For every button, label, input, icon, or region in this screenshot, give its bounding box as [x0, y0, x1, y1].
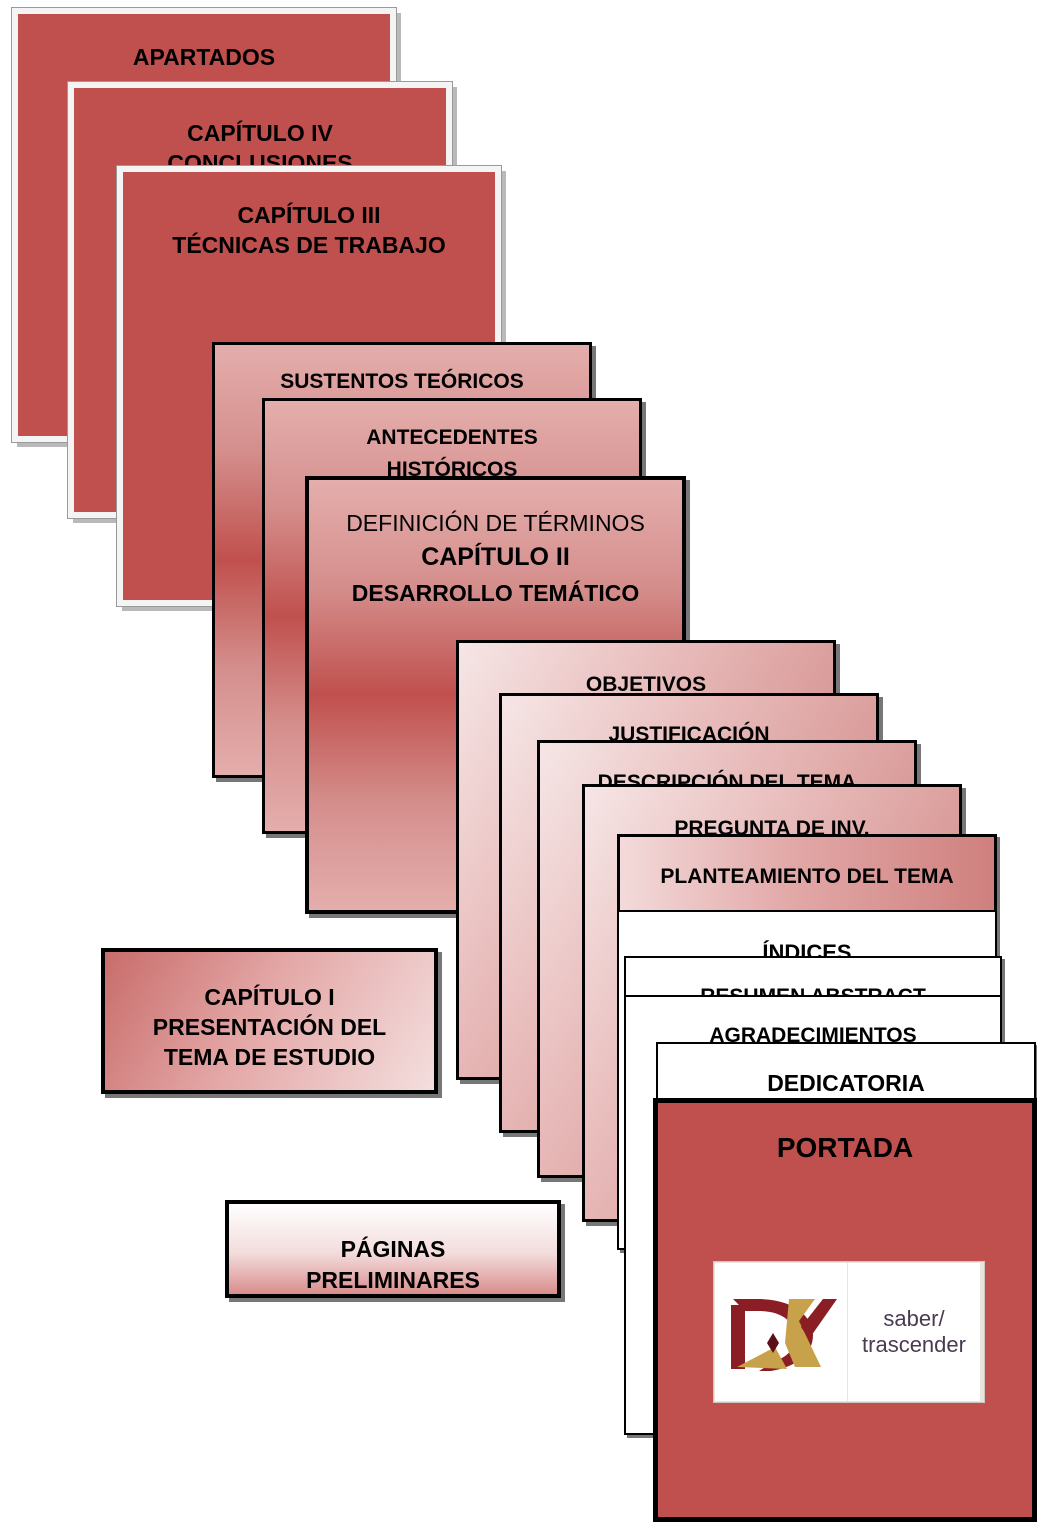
apartados-label: APARTADOS: [132, 44, 276, 70]
capitulo-ii-subtitle: DESARROLLO TEMÁTICO: [351, 580, 640, 606]
portada-card: PORTADA saber/ trascender: [653, 1098, 1037, 1522]
objetivos-label: OBJETIVOS: [585, 673, 707, 696]
capitulo-iii-title: CAPÍTULO III: [237, 202, 381, 228]
university-emblem-icon: [715, 1263, 847, 1401]
paginas-subtitle: PRELIMINARES: [306, 1267, 480, 1293]
logo-motto-line-1: saber/: [883, 1306, 945, 1331]
capitulo-iii-subtitle: TÉCNICAS DE TRABAJO: [172, 232, 446, 258]
capitulo-i-line-2: PRESENTACIÓN DEL: [152, 1014, 387, 1040]
capitulo-i-line-3: TEMA DE ESTUDIO: [163, 1044, 376, 1070]
capitulo-ii-title: CAPÍTULO II: [421, 543, 570, 571]
planteamiento-label: PLANTEAMIENTO DEL TEMA: [660, 865, 954, 888]
capitulo-i-label-box: CAPÍTULO I PRESENTACIÓN DEL TEMA DE ESTU…: [101, 948, 438, 1094]
capitulo-iv-title: CAPÍTULO IV: [187, 120, 333, 146]
portada-label: PORTADA: [776, 1132, 914, 1163]
sustentos-teoricos-label: SUSTENTOS TEÓRICOS: [280, 370, 524, 393]
planteamiento-card: PLANTEAMIENTO DEL TEMA: [617, 834, 997, 914]
antecedentes-subtitle: HISTÓRICOS: [386, 458, 518, 481]
paginas-title: PÁGINAS: [340, 1236, 446, 1262]
capitulo-i-title: CAPÍTULO I: [204, 984, 335, 1010]
paginas-preliminares-label-box: PÁGINAS PRELIMINARES: [225, 1200, 561, 1298]
logo-motto-line-2: trascender: [862, 1332, 966, 1357]
logo-motto: saber/ trascender: [848, 1263, 980, 1401]
agradecimientos-label: AGRADECIMIENTOS: [709, 1024, 917, 1047]
definicion-label: DEFINICIÓN DE TÉRMINOS: [346, 510, 645, 536]
university-logo: saber/ trascender: [713, 1261, 985, 1403]
dedicatoria-label: DEDICATORIA: [767, 1070, 925, 1096]
antecedentes-title: ANTECEDENTES: [366, 426, 538, 449]
